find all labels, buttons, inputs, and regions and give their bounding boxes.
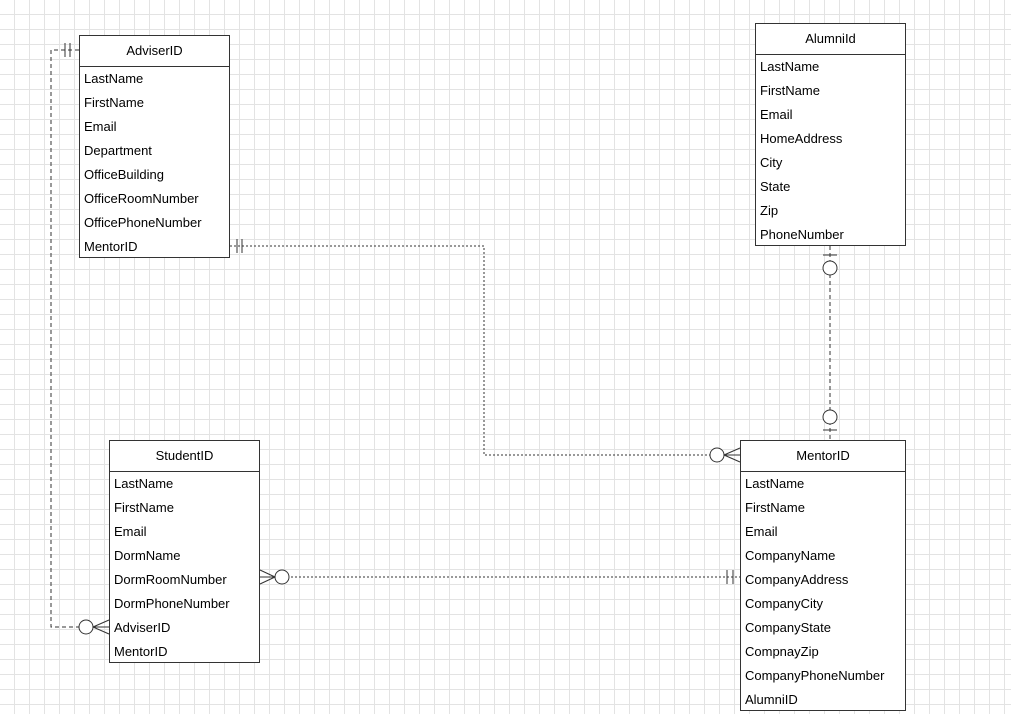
mentor-field: CompanyCity — [745, 596, 824, 611]
student-mentor-zero-marker — [274, 569, 290, 585]
alumni-field: State — [760, 179, 791, 194]
student-field: Email — [114, 524, 147, 539]
student-mentor-crowfoot — [259, 569, 276, 585]
adviser-field: MentorID — [84, 239, 138, 254]
mentor-field: LastName — [745, 476, 805, 491]
adviser-field: OfficeBuilding — [84, 167, 164, 182]
alumni-field: FirstName — [760, 83, 820, 98]
mentor-entity[interactable]: MentorID LastName FirstName Email Compan… — [740, 440, 906, 711]
alumni-entity-title: AlumniId — [756, 24, 905, 55]
student-adviser-crowfoot — [92, 619, 110, 635]
mentor-field: CompanyName — [745, 548, 836, 563]
mentor-adviser-zero-marker — [709, 447, 725, 463]
mentor-field: CompanyState — [745, 620, 831, 635]
alumni-field: Email — [760, 107, 793, 122]
adviser-field: Department — [84, 143, 152, 158]
adviser-field: OfficeRoomNumber — [84, 191, 199, 206]
relationship-line-adviser-student — [50, 49, 79, 628]
mentor-field: AlumniID — [745, 692, 798, 707]
alumni-field: Zip — [760, 203, 779, 218]
adviser-field: Email — [84, 119, 117, 134]
adviser-entity-title: AdviserID — [80, 36, 229, 67]
adviser-field: FirstName — [84, 95, 144, 110]
student-entity[interactable]: StudentID LastName FirstName Email DormN… — [109, 440, 260, 663]
student-field: MentorID — [114, 644, 168, 659]
student-field: DormRoomNumber — [114, 572, 227, 587]
student-field: LastName — [114, 476, 174, 491]
student-field: FirstName — [114, 500, 174, 515]
mentor-field: FirstName — [745, 500, 805, 515]
alumni-field: HomeAddress — [760, 131, 843, 146]
alumni-field: LastName — [760, 59, 820, 74]
adviser-field: OfficePhoneNumber — [84, 215, 202, 230]
student-entity-title: StudentID — [110, 441, 259, 472]
mentor-field: CompanyPhoneNumber — [745, 668, 885, 683]
mentor-entity-title: MentorID — [741, 441, 905, 472]
alumni-field: PhoneNumber — [760, 227, 844, 242]
mentor-field: CompnayZip — [745, 644, 819, 659]
mentor-adviser-crowfoot — [723, 447, 741, 463]
student-field: DormPhoneNumber — [114, 596, 230, 611]
mentor-alumni-zero-marker — [822, 409, 838, 425]
student-adviser-zero-marker — [78, 619, 94, 635]
student-field: DormName — [114, 548, 181, 563]
alumni-field: City — [760, 155, 783, 170]
relationship-line-adviser-mentor — [230, 245, 741, 456]
adviser-field: LastName — [84, 71, 144, 86]
mentor-field: Email — [745, 524, 778, 539]
mentor-field: CompanyAddress — [745, 572, 849, 587]
student-field: AdviserID — [114, 620, 171, 635]
alumni-entity[interactable]: AlumniId LastName FirstName Email HomeAd… — [755, 23, 906, 246]
adviser-entity[interactable]: AdviserID LastName FirstName Email Depar… — [79, 35, 230, 258]
alumni-zero-marker — [822, 260, 838, 276]
